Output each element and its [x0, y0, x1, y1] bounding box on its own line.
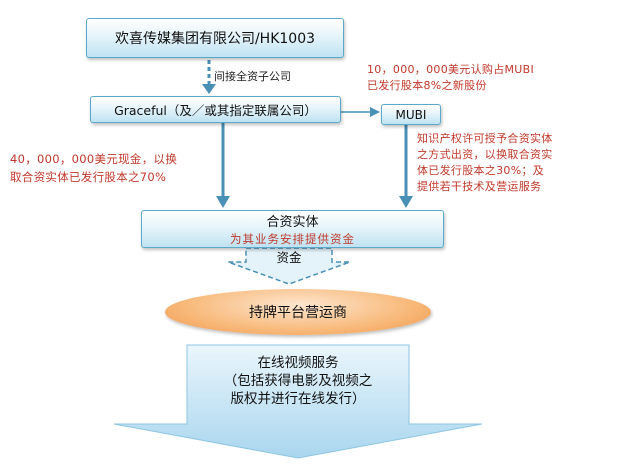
- cash-note-line: 40，000，000美元现金，以换: [10, 152, 178, 166]
- ip-contribution-note: 知识产权许可授予合资实体 之方式出资，以换取合资实 体已发行股本之30%；及 提…: [417, 131, 553, 195]
- ip-note-line: 知识产权许可授予合资实体: [417, 132, 553, 145]
- ip-note-line: 提供若干技术及营运服务: [417, 180, 542, 193]
- graceful-to-mubi-arrow: [341, 107, 380, 117]
- ip-note-line: 之方式出资，以换取合资实: [417, 148, 553, 161]
- service-line: 版权并进行在线发行）: [230, 391, 366, 407]
- platform-operator-ellipse: 持牌平台营运商: [165, 289, 431, 335]
- joint-venture-title: 合资实体: [266, 215, 319, 230]
- mubi-to-jv-arrow: [399, 125, 413, 208]
- ip-note-line: 体已发行股本之30%；及: [417, 164, 545, 177]
- cash-contribution-note: 40，000，000美元现金，以换 取合资实体已发行股本之70%: [10, 150, 177, 186]
- funds-arrow: [227, 247, 351, 285]
- indirect-subsidiary-label: 间接全资子公司: [214, 70, 291, 83]
- mubi-note-line: 10，000，000美元认购占MUBI: [367, 63, 535, 76]
- graceful-box: Graceful（及／或其指定联属公司）: [90, 96, 341, 123]
- mubi-label: MUBI: [395, 107, 427, 122]
- funds-label: 资金: [276, 250, 302, 265]
- mubi-subscription-note: 10，000，000美元认购占MUBI 已发行股本8%之新股份: [367, 62, 534, 94]
- joint-venture-subtitle: 为其业务安排提供资金: [230, 232, 355, 246]
- platform-operator-label: 持牌平台营运商: [249, 305, 347, 321]
- mubi-box: MUBI: [381, 104, 441, 125]
- service-line: （包括获得电影及视频之: [223, 373, 373, 389]
- mubi-note-line: 已发行股本8%之新股份: [367, 79, 487, 92]
- service-line: 在线视频服务: [257, 355, 339, 371]
- online-video-arrow: [113, 344, 483, 459]
- cash-note-line: 取合资实体已发行股本之70%: [10, 170, 167, 184]
- parent-company-box: 欢喜传媒集团有限公司/HK1003: [86, 18, 344, 58]
- graceful-label: Graceful（及／或其指定联属公司）: [114, 103, 317, 118]
- joint-venture-box: 合资实体 为其业务安排提供资金: [141, 210, 444, 248]
- indirect-subsidiary-arrow: [202, 60, 216, 94]
- graceful-to-jv-arrow: [216, 123, 230, 208]
- parent-company-label: 欢喜传媒集团有限公司/HK1003: [114, 31, 316, 47]
- online-video-service-text: 在线视频服务 （包括获得电影及视频之 版权并进行在线发行）: [170, 354, 426, 408]
